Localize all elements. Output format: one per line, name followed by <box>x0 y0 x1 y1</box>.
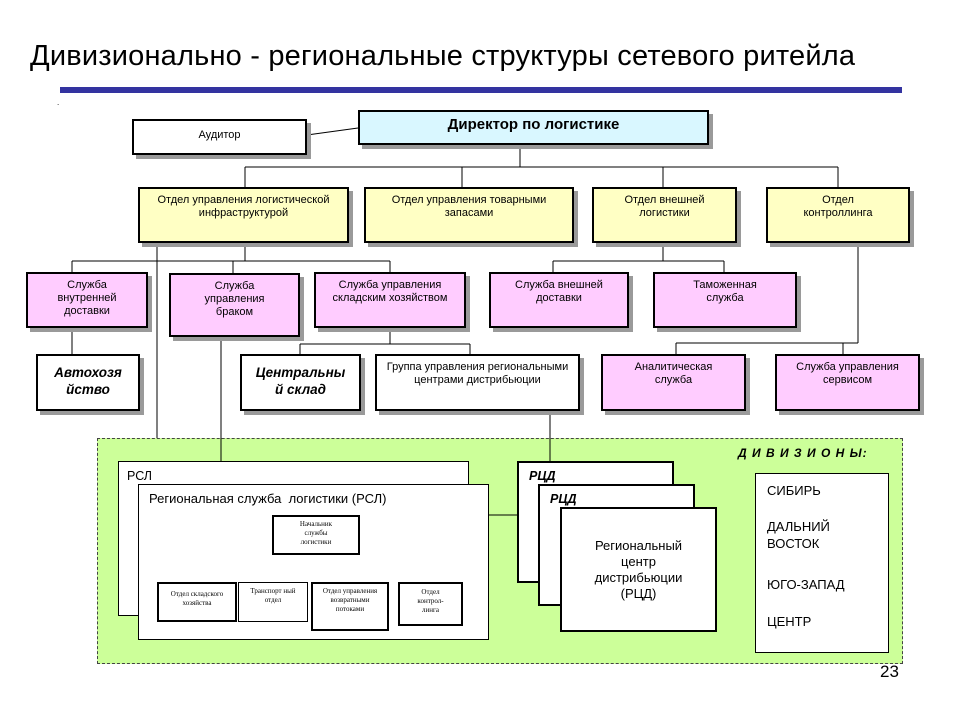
region-item: ДАЛЬНИЙ ВОСТОК <box>767 519 830 551</box>
auditor-label: Аудитор <box>198 129 241 141</box>
rsl-sub-returns: Отдел управления возвратными потоками <box>311 582 389 631</box>
unit-autohouse: Автохозя йство <box>36 354 140 411</box>
unit-autohouse-label: Автохозя йство <box>54 365 122 397</box>
dept-stock-label: Отдел управления товарными запасами <box>391 194 547 219</box>
rsl-short-label: РСЛ <box>127 469 153 483</box>
rsl-sub-warehouse-label: Отдел складского хозяйства <box>170 590 224 607</box>
director-box: Директор по логистике <box>358 110 709 145</box>
service-customs-label: Таможенная служба <box>693 279 757 304</box>
rsl-head-label: Начальник службы логистики <box>299 520 333 546</box>
region-item: СИБИРЬ <box>767 483 821 498</box>
auditor-box: Аудитор <box>132 119 307 155</box>
director-label: Директор по логистике <box>447 116 620 133</box>
rcd-center-label: Региональный центр дистрибьюции (РЦД) <box>594 537 683 601</box>
rcd-card-front: Региональный центр дистрибьюции (РЦД) <box>560 507 717 632</box>
rsl-sub-warehouse: Отдел складского хозяйства <box>157 582 237 622</box>
dept-controlling: Отдел контроллинга <box>766 187 910 243</box>
service-external-delivery: Служба внешней доставки <box>489 272 629 328</box>
title-dot: . <box>57 98 60 107</box>
unit-analytics: Аналитическая служба <box>601 354 746 411</box>
unit-central-warehouse: Центральны й склад <box>240 354 361 411</box>
dept-external-logistics-label: Отдел внешней логистики <box>624 194 705 219</box>
title-underline <box>60 87 902 93</box>
service-customs: Таможенная служба <box>653 272 797 328</box>
rsl-sub-transport: Транспорт ный отдел <box>238 582 308 622</box>
rsl-sub-transport-label: Транспорт ный отдел <box>250 587 296 604</box>
unit-regional-group-label: Группа управления региональными центрами… <box>386 361 569 386</box>
dept-external-logistics: Отдел внешней логистики <box>592 187 737 243</box>
unit-service-management-label: Служба управления сервисом <box>796 361 899 386</box>
unit-regional-group: Группа управления региональными центрами… <box>375 354 580 411</box>
page-number: 23 <box>880 662 899 681</box>
rsl-full-label: Региональная служба логистики (РСЛ) <box>149 491 387 506</box>
service-warehouse-label: Служба управления складским хозяйством <box>332 279 448 304</box>
unit-central-warehouse-label: Центральны й склад <box>255 365 346 397</box>
rsl-sub-controlling: Отдел контрол-линга <box>398 582 463 626</box>
dept-controlling-label: Отдел контроллинга <box>803 194 873 219</box>
rsl-sub-controlling-label: Отдел контрол-линга <box>417 588 444 614</box>
service-external-delivery-label: Служба внешней доставки <box>515 279 603 304</box>
service-warehouse: Служба управления складским хозяйством <box>314 272 466 328</box>
unit-analytics-label: Аналитическая служба <box>634 361 713 386</box>
rcd-label-2: РЦД <box>550 492 577 506</box>
rsl-sub-returns-label: Отдел управления возвратными потоками <box>322 587 378 613</box>
region-item: ЦЕНТР <box>767 614 812 629</box>
service-internal-delivery: Служба внутренней доставки <box>26 272 148 328</box>
rsl-head-box: Начальник службы логистики <box>272 515 360 555</box>
rcd-label-1: РЦД <box>529 469 556 483</box>
dept-stock: Отдел управления товарными запасами <box>364 187 574 243</box>
regions-box: СИБИРЬ ДАЛЬНИЙ ВОСТОК ЮГО-ЗАПАД ЦЕНТР <box>755 473 889 653</box>
service-defects: Служба управления браком <box>169 273 300 337</box>
page-title: Дивизионально - региональные структуры с… <box>30 40 856 72</box>
unit-service-management: Служба управления сервисом <box>775 354 920 411</box>
service-internal-delivery-label: Служба внутренней доставки <box>57 279 117 317</box>
dept-infrastructure: Отдел управления логистической инфрастру… <box>138 187 349 243</box>
region-item: ЮГО-ЗАПАД <box>767 577 845 592</box>
service-defects-label: Служба управления браком <box>204 280 265 318</box>
dept-infrastructure-label: Отдел управления логистической инфрастру… <box>157 194 330 219</box>
divisions-heading: Д И В И З И О Н Ы: <box>738 446 868 460</box>
